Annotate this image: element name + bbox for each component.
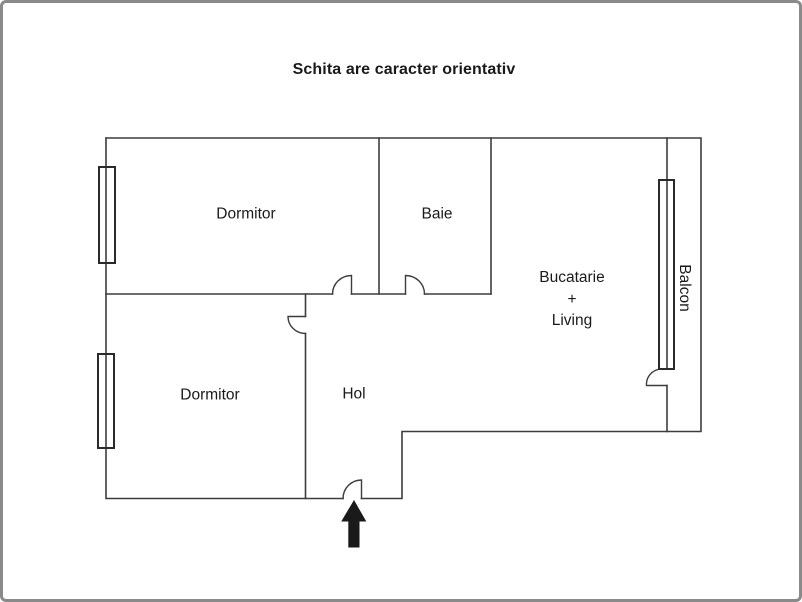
page-title: Schita are caracter orientativ — [292, 61, 516, 78]
window-dormitor-top — [98, 166, 116, 264]
room-label-balcon: Balcon — [675, 264, 693, 312]
door-dormitor-top — [331, 274, 353, 295]
room-label-baie: Baie — [421, 205, 453, 223]
entrance-arrow-icon — [341, 500, 367, 548]
window-balcon — [658, 179, 675, 370]
door-balcon — [645, 368, 668, 387]
floor-plan-drawing — [97, 137, 702, 548]
room-label-bucatarie-living: Bucatarie + Living — [539, 268, 605, 329]
wall-outline-top-right — [105, 137, 702, 500]
room-label-hol: Hol — [342, 385, 366, 403]
wall-outline-bottom-left — [105, 137, 344, 500]
room-label-dormitor-bottom: Dormitor — [180, 386, 240, 404]
door-entrance — [342, 479, 363, 500]
window-dormitor-bottom — [97, 353, 115, 449]
door-baie — [404, 274, 426, 295]
door-dormitor-bottom — [287, 315, 307, 335]
room-label-dormitor-top: Dormitor — [216, 205, 276, 223]
